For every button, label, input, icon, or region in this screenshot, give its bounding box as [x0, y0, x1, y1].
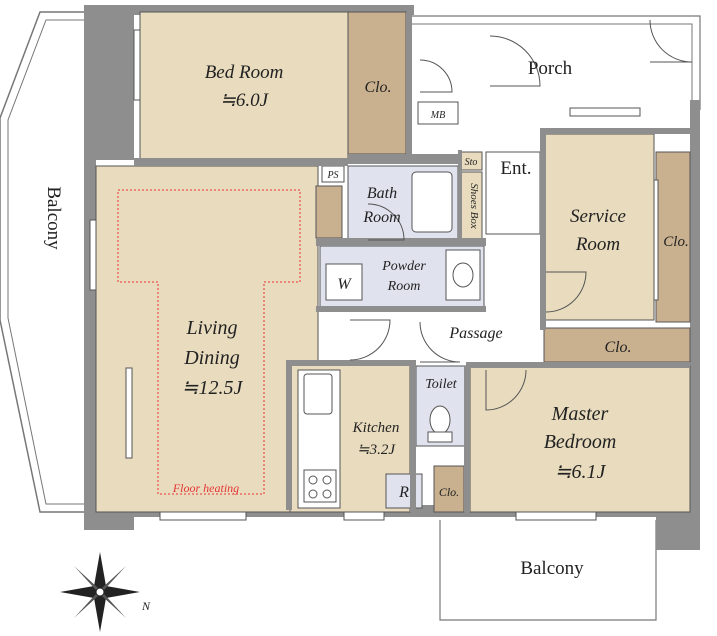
porch-outline-inner	[410, 23, 693, 110]
wall-bed-closet-right	[406, 12, 412, 162]
living-dining-size: ≒12.5J	[182, 377, 244, 399]
living-dining-name-1: Living	[185, 317, 237, 339]
bed-closet-label: Clo.	[364, 79, 391, 96]
service-closet-label: Clo.	[663, 234, 688, 250]
balcony-west-outline	[0, 11, 92, 513]
window-service-right	[653, 179, 659, 301]
meter-box-label: MB	[430, 110, 445, 121]
balcony-west-label: Balcony	[43, 186, 64, 250]
compass-icon	[60, 552, 140, 632]
master-bedroom-size: ≒6.1J	[555, 461, 607, 483]
washer-box	[325, 263, 363, 301]
wall-bath-top	[348, 154, 458, 164]
stove-burner-3	[308, 489, 318, 499]
window-living-bottom	[159, 511, 247, 521]
door-master	[485, 369, 527, 411]
toilet-tank	[427, 431, 453, 443]
service-room-floor	[543, 133, 655, 321]
living-closet	[315, 185, 343, 239]
wall-core-mid	[316, 238, 486, 246]
door-porch	[489, 35, 541, 87]
wall-bed-living	[134, 158, 348, 166]
living-dining-name-2: Dining	[183, 347, 240, 369]
stove-burner-4	[322, 489, 332, 499]
door-living	[349, 319, 391, 361]
meter-box	[417, 101, 459, 125]
wall-core-right	[458, 150, 462, 240]
wall-service-top	[540, 128, 690, 134]
porch-outline	[410, 15, 701, 110]
outer-wall-east	[690, 100, 700, 550]
entrance-label: Ent.	[500, 158, 531, 179]
window-bed-left	[133, 29, 141, 101]
passage-closet	[543, 327, 691, 363]
floor-heating-label: Floor heating	[172, 481, 239, 495]
wall-powder-bottom	[316, 306, 486, 312]
powder-room-name-1: Powder	[381, 259, 426, 274]
stove-burner-1	[308, 475, 318, 485]
window-master-bottom	[515, 511, 597, 521]
stove	[303, 469, 337, 503]
bathtub	[411, 171, 453, 233]
living-dining-floor	[95, 165, 319, 513]
washer-label: W	[337, 276, 352, 293]
bed-room-floor	[139, 11, 349, 161]
bath-room-name-2: Room	[362, 209, 400, 226]
entrance-floor	[485, 151, 541, 235]
window-living-left-top	[89, 219, 97, 291]
north-label: N	[141, 599, 151, 613]
door-porch-right	[649, 19, 693, 63]
powder-room-name-2: Room	[387, 279, 421, 294]
refrigerator-label: R	[398, 484, 409, 501]
wall-kitchen-top	[286, 360, 416, 366]
wall-passage-master	[466, 362, 690, 368]
service-room-name-1: Service	[570, 206, 626, 227]
service-room-name-2: Room	[575, 234, 620, 255]
outer-wall-top	[84, 5, 414, 15]
bed-room-name: Bed Room	[205, 62, 284, 83]
window-kitchen-bottom	[343, 511, 385, 521]
master-bedroom-name-2: Bedroom	[544, 431, 617, 453]
bed-room-size: ≒6.0J	[220, 90, 270, 111]
stove-burner-2	[322, 475, 332, 485]
master-closet	[433, 465, 465, 513]
kitchen-size: ≒3.2J	[357, 442, 396, 458]
toilet-label: Toilet	[425, 377, 457, 392]
window-living-left-bottom	[125, 367, 133, 459]
balcony-west-inner	[7, 19, 84, 505]
bath-room-name-1: Bath	[367, 185, 397, 202]
balcony-south-outline	[439, 520, 657, 621]
storage-label: Sto	[465, 157, 478, 168]
wall-service-left	[540, 130, 546, 330]
washbasin-bowl	[452, 262, 474, 288]
washbasin	[445, 249, 481, 301]
kitchen-name: Kitchen	[352, 420, 400, 436]
balcony-south-label: Balcony	[520, 558, 584, 579]
sink-kitchen	[303, 373, 333, 415]
door-mb	[419, 59, 453, 93]
door-toilet	[419, 321, 461, 363]
bed-room-closet	[347, 11, 407, 155]
master-bedroom-name-1: Master	[551, 403, 609, 425]
window-service-top	[569, 107, 641, 117]
outer-wall-west-mid	[84, 160, 96, 515]
porch-label: Porch	[528, 58, 573, 79]
wall-kitchen-left	[286, 360, 292, 510]
pipe-space-label: PS	[326, 170, 338, 181]
wall-toilet-kitchen	[410, 366, 416, 512]
door-service	[545, 271, 587, 313]
floor-heating-boundary	[117, 189, 301, 495]
small-closet-label: Clo.	[439, 485, 459, 499]
door-bath	[367, 203, 405, 241]
passage-label: Passage	[448, 325, 502, 342]
shoes-box-label: Shoes Box	[468, 183, 480, 229]
toilet-bowl	[429, 405, 451, 435]
passage-closet-label: Clo.	[604, 339, 631, 356]
wall-master-left	[464, 366, 470, 512]
outer-wall-west-top	[84, 5, 134, 160]
service-closet	[655, 151, 691, 323]
